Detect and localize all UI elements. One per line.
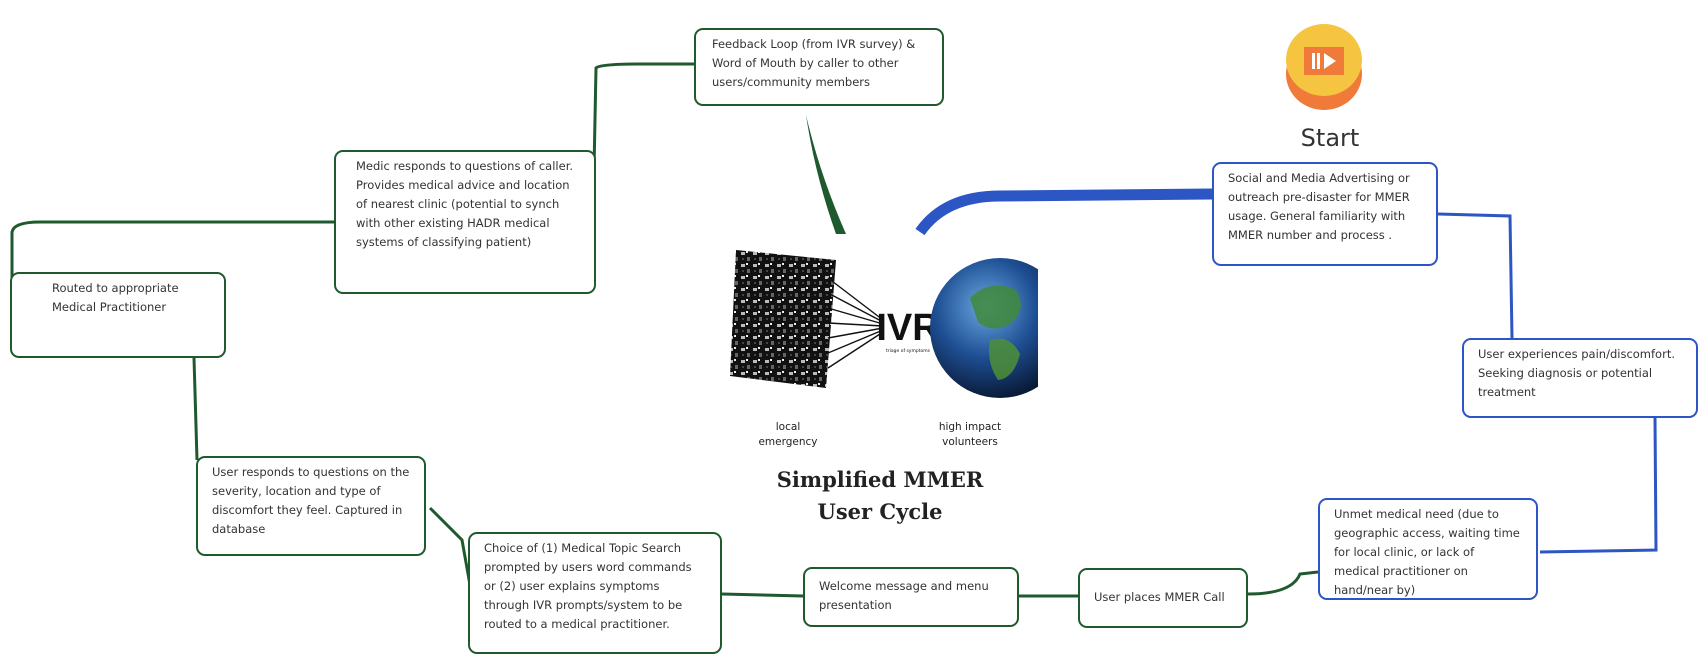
ivr-subtext: triage of symptoms xyxy=(886,348,931,354)
connector-social-to-pain xyxy=(1437,212,1514,339)
node-routed-to-practitioner[interactable]: Routed to appropriate Medical Practition… xyxy=(10,272,226,358)
connector-feedback-to-center xyxy=(806,115,846,234)
connector-pain-to-unmet xyxy=(1539,417,1658,554)
node-user-responds-questions[interactable]: User responds to questions on the severi… xyxy=(196,456,426,556)
connector-routed-to-medic xyxy=(10,220,335,278)
ivr-label: IVR xyxy=(876,307,939,349)
connector-responds-to-routed xyxy=(192,357,199,461)
node-social-media-advertising[interactable]: Social and Media Advertising or outreach… xyxy=(1212,162,1438,266)
node-unmet-medical-need[interactable]: Unmet medical need (due to geographic ac… xyxy=(1318,498,1538,600)
node-choice-of-search[interactable]: Choice of (1) Medical Topic Search promp… xyxy=(468,532,722,654)
start-label: Start xyxy=(1300,124,1360,152)
node-medic-responds[interactable]: Medic responds to questions of caller. P… xyxy=(334,150,596,294)
node-welcome-message[interactable]: Welcome message and menu presentation xyxy=(803,567,1019,627)
connector-welcome-to-choice xyxy=(721,592,804,598)
node-feedback-loop[interactable]: Feedback Loop (from IVR survey) & Word o… xyxy=(694,28,944,106)
play-icon[interactable] xyxy=(1284,22,1364,110)
connector-choice-to-responds xyxy=(428,506,472,586)
node-user-experiences-pain[interactable]: User experiences pain/discomfort. Seekin… xyxy=(1462,338,1698,418)
ivr-illustration: IVR triage of symptoms xyxy=(730,250,1038,398)
node-user-places-call[interactable]: User places MMER Call xyxy=(1078,568,1248,628)
connector-unmet-to-call xyxy=(1247,570,1319,596)
local-emergency-graphic xyxy=(730,250,836,388)
connector-medic-to-feedback xyxy=(592,62,694,171)
globe-graphic xyxy=(930,258,1038,398)
connector-start-to-social xyxy=(915,188,1213,236)
